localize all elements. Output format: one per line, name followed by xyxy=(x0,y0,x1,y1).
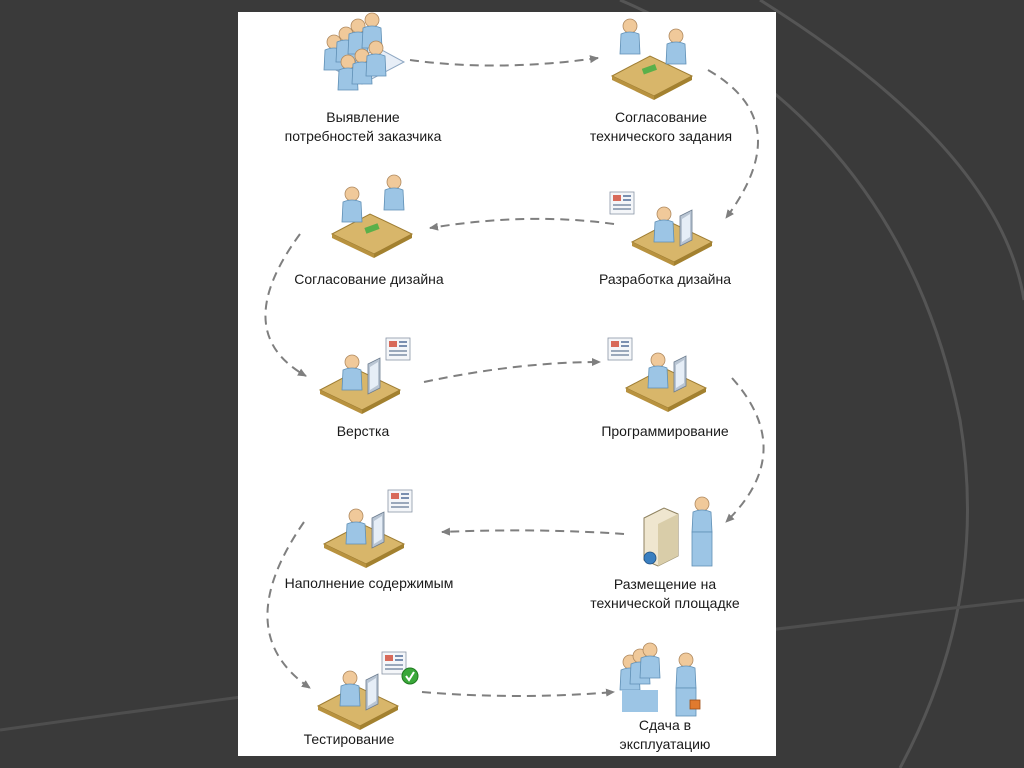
step-label-line: Наполнение содержимым xyxy=(284,575,454,591)
check-icon xyxy=(401,667,419,685)
step-label-line: Выявление xyxy=(326,109,400,125)
background-arc xyxy=(759,0,1024,301)
step-label-line: Разработка дизайна xyxy=(598,271,732,287)
step-label-design-approval: Согласование дизайна xyxy=(254,270,484,289)
step-label-spec-approval: Согласование технического задания xyxy=(546,108,776,146)
flow-connectors xyxy=(264,55,765,697)
connector-1-2 xyxy=(409,55,599,67)
programmer-workstation-icon xyxy=(607,337,706,412)
step-label-requirements: Выявление потребностей заказчика xyxy=(248,108,478,146)
desk-handshake-icon xyxy=(611,18,693,101)
connector-7-9 xyxy=(266,521,311,689)
step-label-line: потребностей заказчика xyxy=(284,128,442,144)
server-person-icon xyxy=(643,496,713,567)
step-label-line: Размещение на xyxy=(613,576,717,592)
content-workstation-icon xyxy=(324,489,413,568)
meeting-table-icon xyxy=(323,12,406,91)
step-label-line: Согласование xyxy=(615,109,707,125)
desk-handshake-icon xyxy=(331,174,413,259)
step-label-line: Согласование дизайна xyxy=(294,271,444,287)
step-label-delivery: Сдача в эксплуатацию xyxy=(550,716,780,754)
step-label-line: Тестирование xyxy=(303,731,395,747)
testing-workstation-icon xyxy=(318,651,419,730)
step-label-line: Сдача в xyxy=(638,717,692,733)
connector-4-3 xyxy=(429,217,615,231)
step-label-line: Верстка xyxy=(336,423,390,439)
step-label-hosting: Размещение на технической площадке xyxy=(550,575,780,613)
diagram-panel: Выявление потребностей заказчика Согласо… xyxy=(238,12,776,756)
step-label-line: Программирование xyxy=(601,423,729,439)
connector-9-10 xyxy=(421,688,615,697)
connector-6-8 xyxy=(725,377,765,523)
step-label-line: эксплуатацию xyxy=(619,736,711,752)
process-diagram xyxy=(264,12,765,756)
step-label-line: технического задания xyxy=(589,128,733,144)
step-label-layout: Верстка xyxy=(248,422,478,441)
step-label-programming: Программирование xyxy=(550,422,780,441)
step-label-content: Наполнение содержимым xyxy=(254,574,484,593)
briefcase-icon xyxy=(689,699,701,710)
group-handover-icon xyxy=(619,642,701,717)
step-label-design-dev: Разработка дизайна xyxy=(550,270,780,289)
connector-3-5 xyxy=(264,233,307,377)
layout-workstation-icon xyxy=(320,337,411,414)
step-label-testing: Тестирование xyxy=(234,730,464,749)
connector-8-7 xyxy=(441,527,625,536)
connector-2-4 xyxy=(707,69,759,219)
connector-5-6 xyxy=(423,358,601,383)
step-label-line: технической площадке xyxy=(590,595,740,611)
designer-workstation-icon xyxy=(609,191,712,266)
